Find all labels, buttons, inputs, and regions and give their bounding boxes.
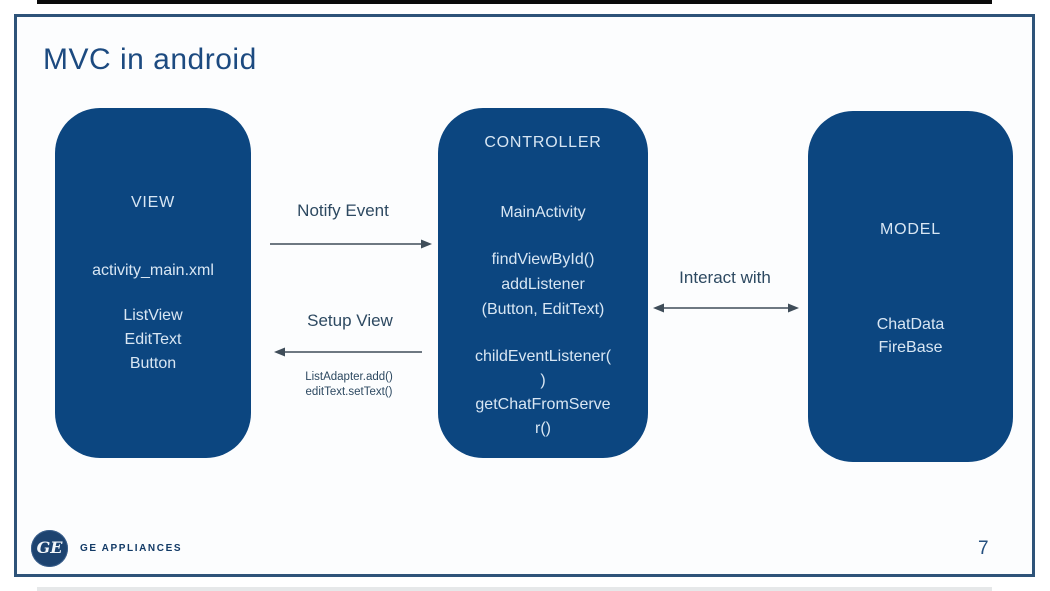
controller-box-class: MainActivity (500, 204, 586, 221)
slide-canvas: MVC in android VIEW activity_main.xml Li… (14, 14, 1035, 577)
interact-with-label: Interact with (679, 268, 771, 287)
model-box: MODEL ChatData FireBase (808, 111, 1013, 462)
ge-monogram-icon: GE (36, 538, 63, 557)
page-title: MVC in android (43, 43, 257, 76)
view-box: VIEW activity_main.xml ListView EditText… (55, 108, 251, 458)
controller-box-methods-a: findViewById() addListener (Button, Edit… (481, 251, 605, 318)
setup-view-code-note: ListAdapter.add() editText.setText() (305, 371, 393, 398)
top-black-strip (37, 0, 992, 4)
setup-view-label: Setup View (307, 311, 393, 330)
notify-event-arrow-icon (270, 239, 432, 249)
controller-box-header: CONTROLLER (484, 134, 602, 151)
view-box-file: activity_main.xml (92, 262, 214, 279)
page-number: 7 (978, 538, 989, 559)
notify-event-label: Notify Event (297, 201, 389, 220)
view-box-widgets: ListView EditText Button (123, 307, 183, 372)
view-box-header: VIEW (130, 194, 176, 211)
setup-view-arrow-icon (274, 347, 422, 357)
ge-appliances-wordmark: GE APPLIANCES (80, 543, 183, 554)
controller-box: CONTROLLER MainActivity findViewById() a… (438, 108, 648, 458)
bottom-gray-strip (37, 587, 992, 591)
ge-logo: GE (31, 530, 68, 567)
model-box-header: MODEL (880, 221, 941, 238)
controller-box-methods-b: childEventListener( ) getChatFromServe r… (474, 348, 612, 437)
model-box-items: ChatData FireBase (876, 316, 945, 356)
interact-with-arrow-icon (653, 303, 799, 313)
